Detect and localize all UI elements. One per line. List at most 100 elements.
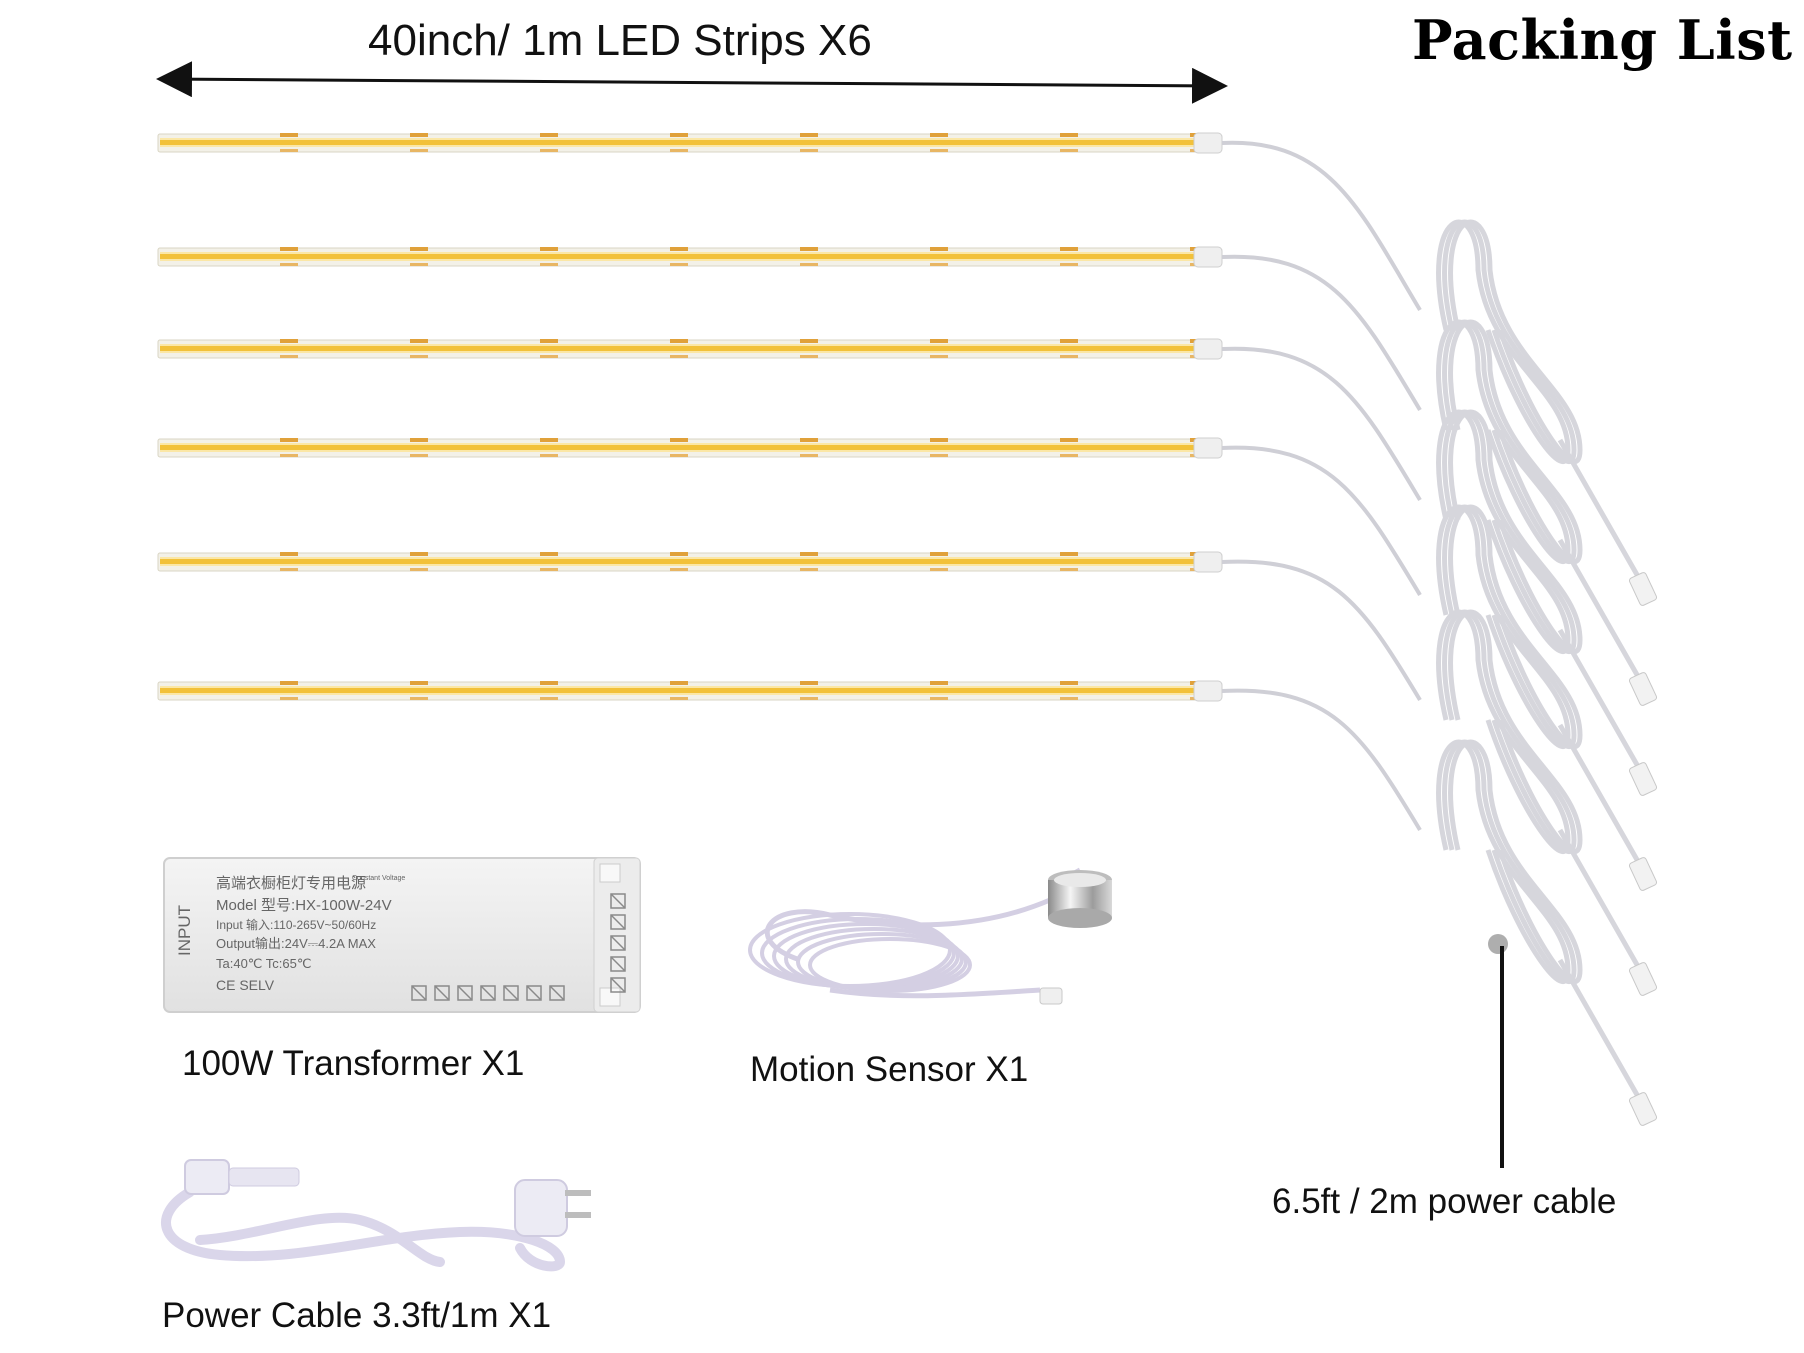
solder-pad (930, 438, 948, 442)
sensor-caption: Motion Sensor X1 (750, 1050, 1029, 1089)
solder-pad (1060, 552, 1078, 556)
solder-pad (930, 697, 948, 700)
cable-connector (1628, 672, 1658, 706)
solder-pad (930, 263, 948, 266)
solder-pad (800, 681, 818, 685)
ac-power-cable (161, 1159, 591, 1272)
solder-pad (930, 247, 948, 251)
solder-pad (280, 133, 298, 137)
lead-wire (1221, 559, 1422, 702)
solder-pad (540, 552, 558, 556)
solder-pad (1060, 263, 1078, 266)
solder-pad (670, 339, 688, 343)
solder-pad (410, 133, 428, 137)
solder-pad (410, 149, 428, 152)
solder-pad (540, 454, 558, 457)
solder-pad (1060, 149, 1078, 152)
lead-wire (1221, 254, 1422, 412)
cable-coil (1436, 609, 1658, 996)
solder-pad (800, 552, 818, 556)
solder-pad (280, 568, 298, 571)
solder-pad (670, 552, 688, 556)
lead-cable-caption: 6.5ft / 2m power cable (1272, 1182, 1617, 1221)
solder-pad (930, 552, 948, 556)
end-cap (1193, 437, 1223, 459)
transformer-cv: Constant Voltage (352, 875, 405, 882)
led-strip (157, 437, 1422, 597)
led-strip (157, 680, 1422, 832)
solder-pad (280, 454, 298, 457)
transformer: INPUT 高端衣橱柜灯专用电源 Constant Voltage Model … (163, 857, 641, 1013)
solder-pad (670, 454, 688, 457)
transformer-input: Input 输入:110-265V~50/60Hz (216, 917, 376, 932)
port-icon (411, 985, 427, 1001)
solder-pad (930, 454, 948, 457)
cable-connector (1628, 857, 1658, 891)
solder-pad (280, 263, 298, 266)
solder-pad (1060, 339, 1078, 343)
solder-pad (930, 681, 948, 685)
solder-pad (1060, 438, 1078, 442)
solder-pad (800, 438, 818, 442)
solder-pad (540, 149, 558, 152)
solder-pad (800, 454, 818, 457)
solder-pad (1060, 247, 1078, 251)
cable-coil (1436, 504, 1658, 891)
led-strip (157, 246, 1422, 412)
cable-coil (1436, 409, 1658, 796)
solder-pad (280, 247, 298, 251)
lead-wire (1221, 346, 1422, 502)
end-cap (1193, 338, 1223, 360)
solder-pad (410, 681, 428, 685)
port-icon (526, 985, 542, 1001)
port-icon (610, 977, 626, 993)
solder-pad (280, 355, 298, 358)
solder-pad (410, 263, 428, 266)
solder-pad (280, 149, 298, 152)
transformer-side-label: INPUT (175, 905, 194, 956)
solder-pad (800, 355, 818, 358)
solder-pad (930, 568, 948, 571)
transformer-line1: 高端衣橱柜灯专用电源 (216, 875, 366, 892)
solder-pad (540, 697, 558, 700)
solder-pad (800, 149, 818, 152)
solder-pad (1060, 133, 1078, 137)
solder-pad (670, 568, 688, 571)
cable-connector (1628, 572, 1658, 606)
solder-pad (670, 247, 688, 251)
solder-pad (410, 355, 428, 358)
solder-pad (930, 149, 948, 152)
solder-pad (410, 552, 428, 556)
cable-connector (1628, 762, 1658, 796)
solder-pad (670, 697, 688, 700)
solder-pad (280, 438, 298, 442)
solder-pad (410, 438, 428, 442)
transformer-output: Output输出:24V⎓4.2A MAX (216, 936, 376, 951)
solder-pad (800, 697, 818, 700)
length-arrow (156, 61, 1228, 104)
strips-label: 40inch/ 1m LED Strips X6 (368, 16, 872, 65)
port-icon (610, 935, 626, 951)
end-cap (1193, 132, 1223, 154)
transformer-caption: 100W Transformer X1 (182, 1044, 525, 1083)
led-strip (157, 551, 1422, 702)
solder-pad (410, 697, 428, 700)
power-cable-caption: Power Cable 3.3ft/1m X1 (162, 1296, 552, 1335)
motion-sensor (748, 867, 1112, 1005)
transformer-model: Model 型号:HX-100W-24V (216, 897, 392, 914)
port-icon (434, 985, 450, 1001)
solder-pad (540, 438, 558, 442)
cable-coil (1436, 319, 1658, 706)
port-icon (610, 893, 626, 909)
solder-pad (800, 568, 818, 571)
port-icon (610, 914, 626, 930)
solder-pad (1060, 355, 1078, 358)
lead-wire (1221, 688, 1422, 832)
port-icon (610, 956, 626, 972)
led-strips (157, 132, 1422, 832)
solder-pad (410, 339, 428, 343)
solder-pad (670, 149, 688, 152)
transformer-temp: Ta:40℃ Tc:65℃ (216, 956, 311, 971)
solder-pad (540, 355, 558, 358)
